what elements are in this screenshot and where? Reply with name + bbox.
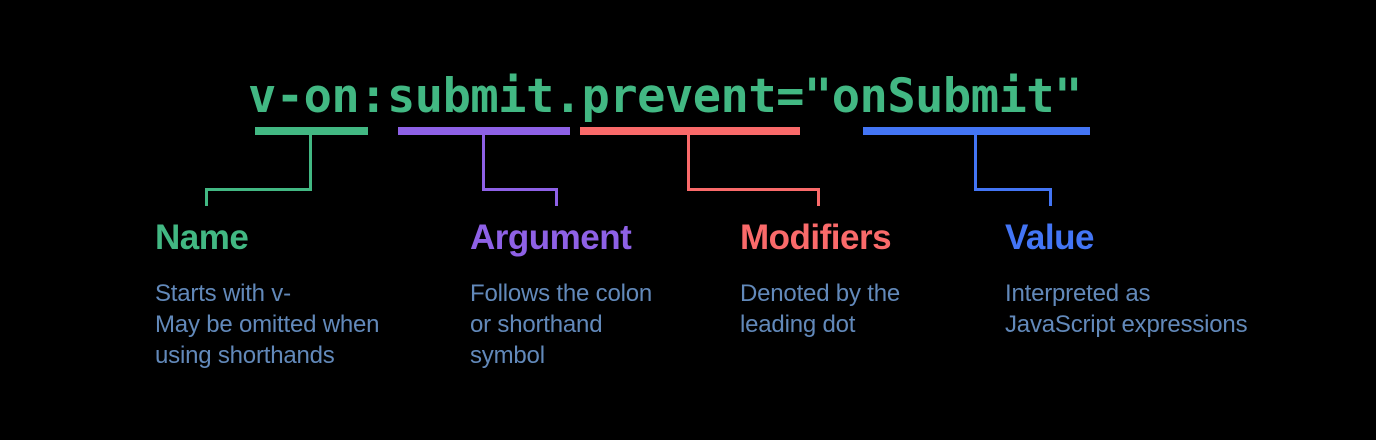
description-line: Denoted by the [740,280,900,307]
directive-code-text: v-on:submit.prevent="onSubmit" [248,69,1082,124]
value-description: Interpreted as JavaScript expressions [1005,278,1248,340]
name-description: Starts with v- May be omitted when using… [155,278,380,371]
name-connector-tail [205,188,208,206]
argument-connector-tail [555,188,558,206]
argument-connector-elbow [482,188,558,191]
modifiers-connector-elbow [687,188,820,191]
name-connector-elbow [205,188,312,191]
description-line: JavaScript expressions [1005,311,1248,338]
modifiers-connector-stem [687,135,690,191]
value-connector-elbow [974,188,1052,191]
name-connector-stem [309,135,312,191]
description-line: or shorthand [470,311,603,338]
description-line: Starts with v- [155,280,291,307]
description-line: using shorthands [155,342,335,369]
description-line: Follows the colon [470,280,653,307]
name-label: Name [155,218,249,257]
description-line: May be omitted when [155,311,380,338]
modifiers-label: Modifiers [740,218,892,257]
value-label: Value [1005,218,1094,257]
argument-label: Argument [470,218,632,257]
argument-connector-stem [482,135,485,191]
description-line: leading dot [740,311,856,338]
modifiers-underline-bar [580,127,800,135]
description-line: symbol [470,342,545,369]
name-underline-bar [255,127,368,135]
value-connector-tail [1049,188,1052,206]
modifiers-connector-tail [817,188,820,206]
argument-description: Follows the colon or shorthand symbol [470,278,652,371]
modifiers-description: Denoted by the leading dot [740,278,900,340]
description-line: Interpreted as [1005,280,1151,307]
argument-underline-bar [398,127,570,135]
value-connector-stem [974,135,977,191]
value-underline-bar [863,127,1090,135]
